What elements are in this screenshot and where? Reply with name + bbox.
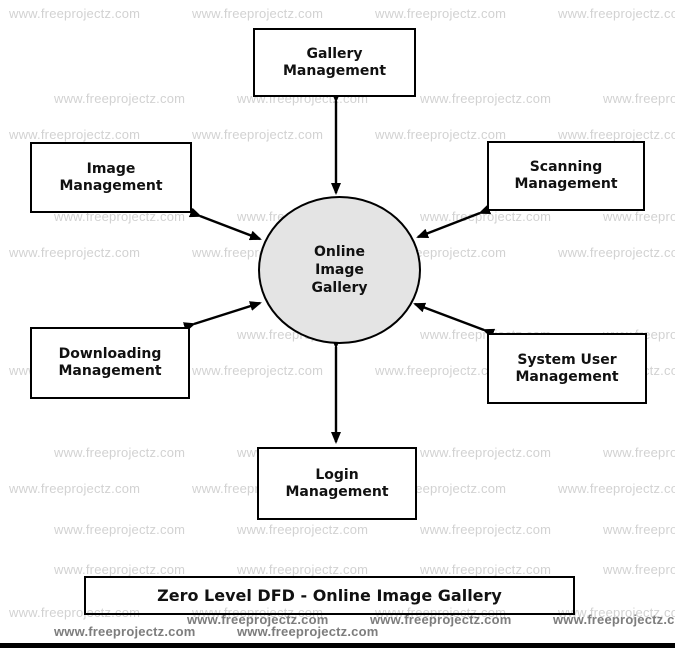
central-process-circle: Online Image Gallery <box>258 196 421 344</box>
process-label-line: Management <box>514 176 618 192</box>
bottom-border-line <box>0 643 675 648</box>
process-box-downloading-management: Downloading Management <box>30 327 190 399</box>
process-label-line: Management <box>58 363 162 379</box>
arrow-image-center <box>188 207 262 241</box>
process-label-line: System User <box>517 351 617 368</box>
arrow-downloading-center <box>182 301 262 332</box>
process-label-line: Downloading <box>58 346 162 362</box>
process-label-line: Image <box>86 160 136 177</box>
process-box-image-management: Image Management <box>30 142 192 213</box>
central-label-line: Image <box>315 262 364 278</box>
arrow-systemuser-center <box>413 302 496 339</box>
process-label-line: Login <box>315 466 359 483</box>
process-box-login-management: Login Management <box>257 447 417 520</box>
process-label-line: Scanning <box>529 159 603 175</box>
process-box-scanning-management: Scanning Management <box>487 141 645 211</box>
central-label-line: Gallery <box>311 280 368 296</box>
process-label-line: Management <box>285 483 389 500</box>
process-label-line: Management <box>515 368 619 385</box>
arrow-scanning-center <box>416 204 492 239</box>
diagram-title: Zero Level DFD - Online Image Gallery <box>157 586 502 605</box>
process-label-line: Management <box>59 177 163 194</box>
diagram-title-box: Zero Level DFD - Online Image Gallery <box>84 576 575 615</box>
process-label-line: Gallery <box>306 45 363 62</box>
process-box-gallery-management: Gallery Management <box>253 28 416 97</box>
process-label-line: Management <box>282 62 387 79</box>
process-box-system-user-management: System User Management <box>487 333 647 404</box>
central-label-line: Online <box>314 244 365 260</box>
